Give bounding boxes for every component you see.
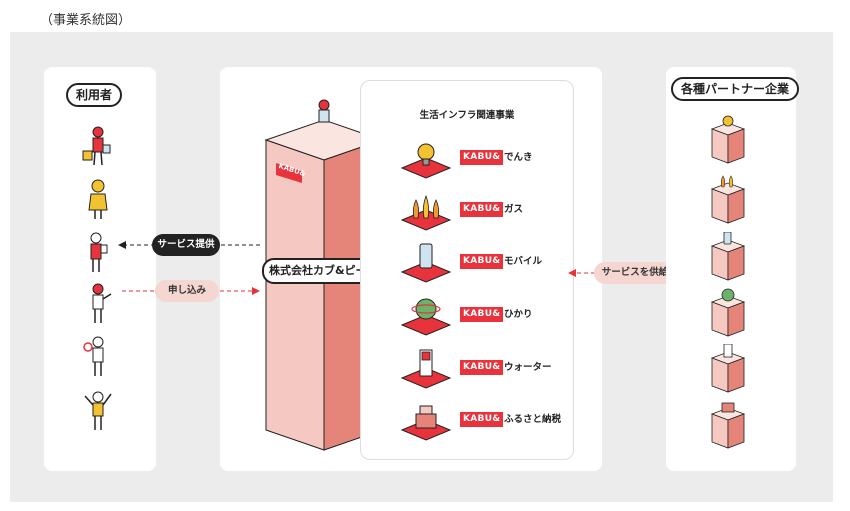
globe-network-icon — [400, 298, 452, 336]
gift-box-icon — [400, 405, 452, 441]
partner-building-water — [710, 344, 746, 393]
partner-building-furusato — [710, 402, 746, 449]
person-magnifier-icon — [83, 336, 104, 376]
partners-title: 各種パートナー企業 — [671, 77, 800, 101]
service-provision-label: サービス提供 — [152, 234, 220, 256]
lightbulb-icon — [400, 143, 452, 179]
partner-building-mobile — [710, 232, 746, 281]
kabu-brand-logo: KABU& — [460, 202, 504, 217]
service-row-electricity: KABU& でんき — [398, 138, 568, 182]
water-server-icon — [400, 349, 452, 389]
service-label: ふるさと納税 — [504, 414, 562, 425]
person-cheering-icon — [84, 391, 112, 430]
kabu-brand-logo: KABU& — [460, 307, 504, 322]
kabu-brand-logo: KABU& — [460, 360, 504, 375]
kabu-brand-logo: KABU& — [460, 150, 504, 165]
person-pointing-icon — [92, 283, 112, 323]
partner-building-gas — [710, 175, 746, 224]
gas-flame-icon — [400, 194, 452, 231]
services-box: 生活インフラ関連事業 — [360, 80, 574, 460]
service-label: ガス — [504, 204, 524, 215]
service-row-water: KABU& ウォーター — [398, 348, 568, 392]
service-row-hikari: KABU& ひかり — [398, 295, 568, 339]
person-reading-icon — [90, 232, 108, 272]
services-title: 生活インフラ関連事業 — [419, 110, 515, 121]
service-label: モバイル — [504, 256, 543, 267]
service-label: ひかり — [504, 309, 533, 320]
mobile-phone-icon — [400, 243, 452, 283]
person-girl-icon — [88, 179, 108, 219]
service-row-furusato: KABU& ふるさと納税 — [398, 400, 568, 444]
application-label: 申し込み — [155, 280, 219, 302]
service-row-gas: KABU& ガス — [398, 190, 568, 234]
diagram-caption: （事業系統図） — [40, 13, 132, 28]
service-row-mobile: KABU& モバイル — [398, 242, 568, 286]
kabu-brand-logo: KABU& — [460, 412, 504, 427]
users-title: 利用者 — [66, 83, 123, 107]
partner-building-hikari — [710, 288, 746, 337]
service-supply-label: サービスを供給 — [594, 262, 676, 284]
person-shopping-icon — [82, 126, 111, 166]
service-label: ウォーター — [504, 362, 552, 373]
kabu-brand-logo: KABU& — [460, 254, 504, 269]
partner-building-electricity — [710, 115, 746, 164]
service-label: でんき — [504, 152, 533, 163]
